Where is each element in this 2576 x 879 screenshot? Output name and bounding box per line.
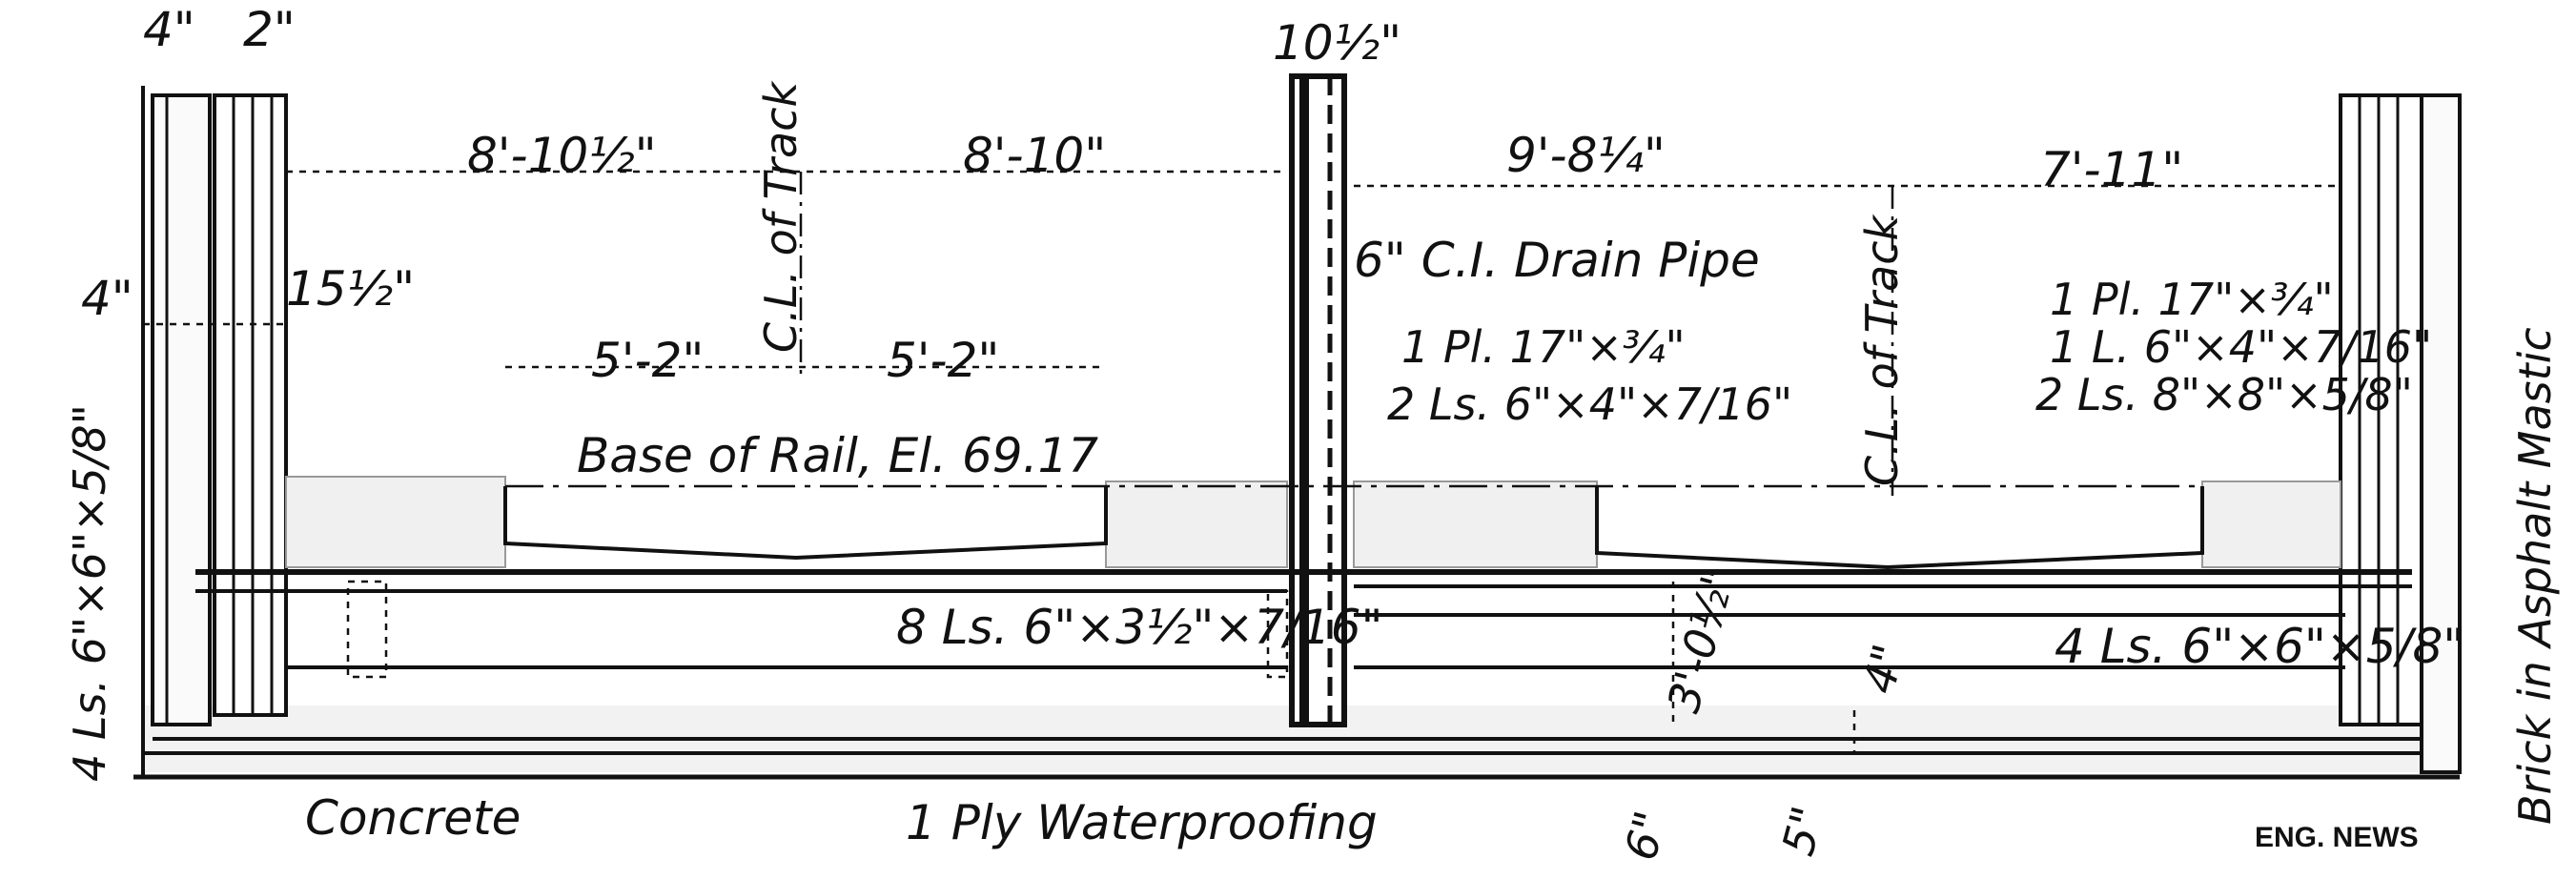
dim-right-span-1: 9'-8¼" [1506,128,1666,183]
label-floor-beam-right: 4 Ls. 6"×6"×5/8" [2055,619,2464,674]
dim-left-offset-2: 15½" [286,261,415,317]
dim-top-wall: 4" [143,2,195,57]
stiffener-left [346,580,388,679]
dim-rail-left: 5'-2" [591,333,704,388]
dim-rail-right: 5'-2" [887,333,999,388]
label-right-col-1: 1 Pl. 17"×¾" [2050,274,2334,325]
label-cl-track-right: C.L. of Track [1856,214,1908,486]
dim-floor-thk: 4" [1852,639,1914,699]
dim-bottom-2: 5" [1771,801,1833,861]
credit-line: ENG. NEWS [2255,822,2419,853]
ballast-mid [1105,480,1288,568]
label-concrete: Concrete [305,790,521,846]
structure [133,73,2462,780]
label-right-col-3: 2 Ls. 8"×8"×5/8" [2035,369,2413,420]
right-wall-outer [2420,93,2462,774]
dim-top-wall-inner: 2" [243,2,296,57]
labels: 4" 2" 10½" 8'-10½" 8'-10" 9'-8¼" 7'-11" … [64,2,2561,866]
dim-center-wall: 10½" [1273,15,1401,71]
label-brick: Brick in Asphalt Mastic [2509,327,2561,825]
dim-left-offset: 4" [81,271,133,326]
label-right-col-2: 1 L. 6"×4"×7/16" [2050,321,2432,373]
label-center-col-2: 2 Ls. 6"×4"×7/16" [1387,378,1792,430]
label-floor-beam-left: 8 Ls. 6"×3½"×7/16" [896,600,1383,655]
label-center-col-1: 1 Pl. 17"×¾" [1401,321,1686,373]
dim-right-span-2: 7'-11" [2040,142,2183,197]
label-drain-pipe: 6" C.I. Drain Pipe [1354,233,1760,288]
stiffener-center [1266,589,1289,679]
dimension-lines [143,170,2341,753]
dim-left-span-2: 8'-10" [963,128,1106,183]
ballast-right [1353,480,1598,568]
track-bed-right [1595,486,2204,570]
ballast-far-right [2201,480,2341,568]
label-waterproofing: 1 Ply Waterproofing [906,795,1378,850]
dim-left-span-1: 8'-10½" [467,128,657,183]
dim-bottom-1: 6" [1614,806,1676,866]
label-left-angles: 4 Ls. 6"×6"×5/8" [64,404,115,782]
label-cl-track-left: C.L. of Track [755,80,807,353]
ballast-left [285,476,506,568]
left-wall-outer [151,93,212,726]
label-base-of-rail: Base of Rail, El. 69.17 [577,428,1098,483]
left-column [213,93,288,717]
track-bed-left [503,486,1108,561]
